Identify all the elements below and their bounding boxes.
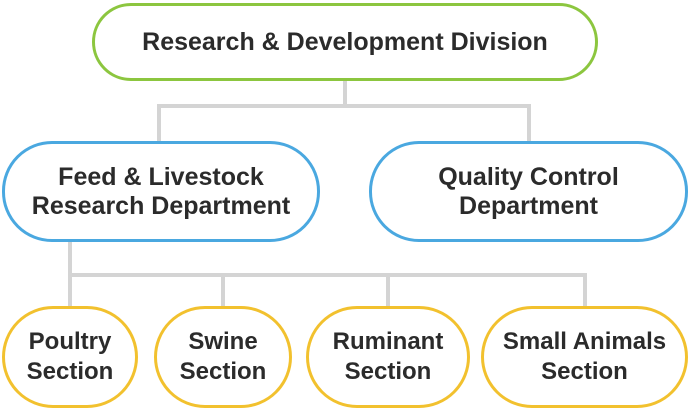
connector-poultry-drop xyxy=(68,273,72,306)
node-swine-section: Swine Section xyxy=(154,306,292,408)
node-poultry-section: Poultry Section xyxy=(2,306,138,408)
node-research-development-division: Research & Development Division xyxy=(92,3,598,81)
node-quality-control-department: Quality Control Department xyxy=(369,141,688,242)
connector-swine-drop xyxy=(221,273,225,306)
connector-feed-stem xyxy=(68,242,72,275)
node-ruminant-section: Ruminant Section xyxy=(306,306,470,408)
connector-feed-drop xyxy=(157,104,161,141)
connector-small-animals-drop xyxy=(583,273,587,306)
connector-qc-drop xyxy=(527,104,531,141)
connector-section-bar xyxy=(68,273,587,277)
connector-department-bar xyxy=(157,104,531,108)
connector-ruminant-drop xyxy=(386,273,390,306)
connector-root-stem xyxy=(343,81,347,106)
node-feed-livestock-research-department: Feed & Livestock Research Department xyxy=(2,141,320,242)
node-small-animals-section: Small Animals Section xyxy=(481,306,688,408)
